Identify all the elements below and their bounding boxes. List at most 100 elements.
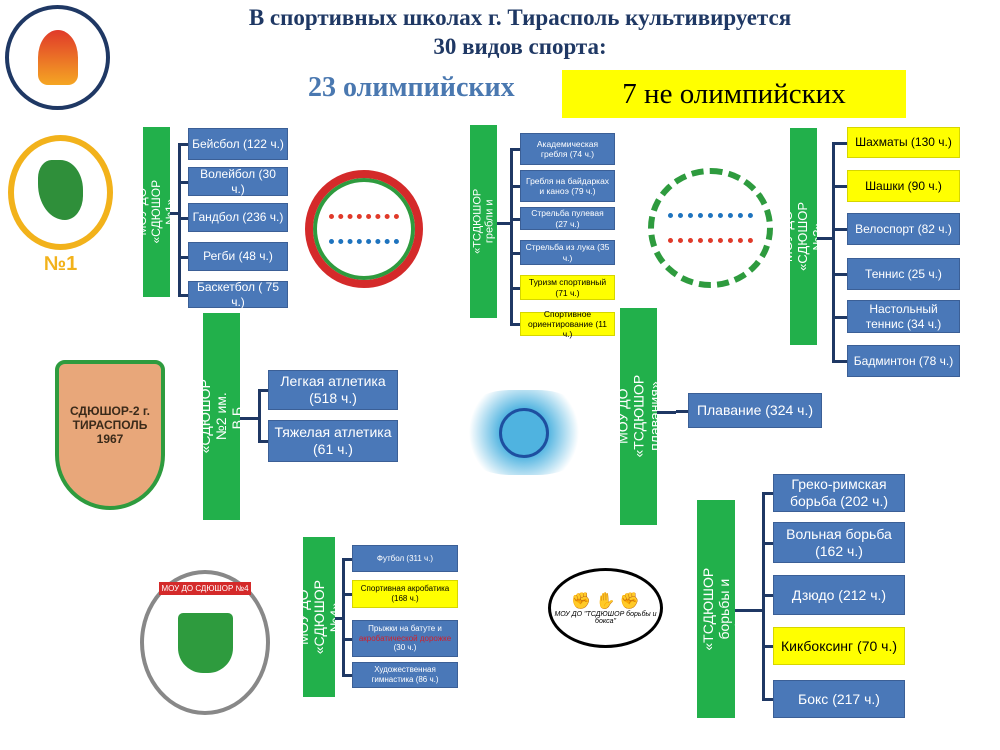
sport-box: Баскетбол ( 75 ч.) [188, 280, 288, 309]
sport-label: Бадминтон (78 ч.) [853, 353, 954, 368]
connector-line [178, 293, 188, 297]
school-label: МОУ ДО «ТСДЮШОР гребли и стрельбы» [458, 125, 508, 318]
connector-line [335, 617, 342, 620]
connector-line [178, 143, 188, 146]
sport-label: Дзюдо (212 ч.) [791, 586, 887, 603]
connector-line [832, 228, 847, 231]
sport-label: Кикбоксинг (70 ч.) [780, 637, 897, 654]
bracket-line [258, 390, 261, 441]
title-line-2: 30 видов спорта: [433, 34, 607, 59]
connector-line [762, 698, 773, 701]
sport-label: Регби (48 ч.) [203, 249, 273, 264]
sport-box: Настольный теннис (34 ч.) [847, 300, 960, 333]
school2-logo-text: СДЮШОР-2 г. ТИРАСПОЛЬ 1967 [70, 404, 150, 446]
school-label: МОУ ДО «СДЮШОР №3» [780, 128, 825, 345]
connector-line [510, 217, 520, 221]
connector-line [832, 315, 847, 319]
sport-label: Стрельба пулевая (27 ч.) [531, 208, 604, 229]
school1-logo-text: №1 [43, 253, 78, 275]
sport-box: Волейбол (30 ч.) [188, 167, 288, 196]
sport-box: Кикбоксинг (70 ч.) [773, 627, 905, 665]
sport-box: Дзюдо (212 ч.) [773, 575, 905, 615]
olympic-count: 23 олимпийских [308, 72, 515, 103]
connector-line [832, 273, 847, 276]
school-label: МОУ «ТСДЮШОР борьбы и бокса» [684, 500, 748, 718]
connector-line [817, 236, 832, 240]
school4-logo: МОУ ДО СДЮШОР №4 [140, 570, 270, 715]
sport-box: Велоспорт (82 ч.) [847, 213, 960, 245]
school-label: МОУ ДО «ТСДЮШОР плавания» [614, 308, 663, 525]
sport-label: Волейбол (30 ч.) [200, 167, 276, 196]
sport-box: Гребля на байдарках и каноэ (79 ч.) [520, 170, 615, 202]
sport-box: Гандбол (236 ч.) [188, 203, 288, 232]
rowing-school-logo [305, 170, 423, 288]
connector-line [178, 180, 188, 184]
connector-line [510, 323, 520, 326]
school-name: МОУ ДО «ТСДЮШОР плавания» [614, 375, 663, 458]
school1-logo: №1 [8, 135, 113, 283]
sport-label: Спортивная акробатика (168 ч.) [360, 584, 450, 603]
sport-box: Академическая гребля (74 ч.) [520, 133, 615, 165]
bracket-line [832, 142, 835, 361]
sport-box: Шашки (90 ч.) [847, 170, 960, 202]
school-label: МОУ ДО «СДЮШОР №1» [135, 127, 176, 297]
school-label: МОУ «СДЮШОР №2 им. В.Б. Долгина» [181, 313, 262, 520]
connector-line [762, 492, 773, 495]
sport-label: Тяжелая атлетика (61 ч.) [274, 424, 392, 457]
sport-box: Спортивное ориентирование (11 ч.) [520, 309, 615, 339]
school-label: МОУ ДО «СДЮШОР №4» [295, 537, 343, 697]
sport-label: Велоспорт (82 ч.) [855, 221, 952, 236]
sport-box: Теннис (25 ч.) [847, 258, 960, 290]
sport-box: Стрельба из лука (35 ч.) [520, 240, 615, 265]
connector-line [240, 416, 258, 420]
connector-line [735, 609, 762, 612]
sport-label: Академическая гребля (74 ч.) [536, 138, 599, 159]
connector-line [342, 557, 352, 561]
school3-logo [648, 168, 773, 288]
sport-label: Бокс (217 ч.) [798, 690, 880, 707]
wrestling-school-logo: ✊ ✋ ✊ МОУ ДО "ТСДЮШОР борьбы и бокса" [548, 568, 663, 648]
connector-line [178, 216, 188, 220]
school4-logo-text: МОУ ДО СДЮШОР №4 [159, 582, 251, 595]
sport-box: Футбол (311 ч.) [352, 545, 458, 572]
sport-box: Греко-римская борьба (202 ч.) [773, 474, 905, 512]
bracket-line [510, 149, 513, 324]
connector-line [676, 409, 688, 413]
school2-logo: СДЮШОР-2 г. ТИРАСПОЛЬ 1967 [55, 360, 165, 510]
sport-label: Туризм спортивный (71 ч.) [528, 277, 607, 298]
wrestling-logo-text: МОУ ДО "ТСДЮШОР борьбы и бокса" [554, 611, 657, 625]
connector-line [170, 212, 178, 215]
sport-box: Бейсбол (122 ч.) [188, 128, 288, 160]
sport-label: Бейсбол (122 ч.) [192, 136, 284, 151]
sport-label-hours: (30 ч.) [393, 643, 417, 653]
connector-line [762, 541, 773, 545]
sport-label: Спортивное ориентирование (11 ч.) [527, 308, 608, 340]
connector-line [342, 674, 352, 677]
sport-box: Стрельба пулевая (27 ч.) [520, 207, 615, 230]
federation-logo [5, 5, 110, 110]
connector-line [342, 593, 352, 596]
sport-label: Прыжки на батуте и [368, 624, 442, 634]
sport-label: Футбол (311 ч.) [376, 553, 434, 563]
connector-line [178, 255, 188, 259]
sport-label: Гребля на байдарках и каноэ (79 ч.) [525, 175, 610, 196]
sport-label-highlight: акробатической дорожке [358, 633, 452, 643]
sport-label: Художественная гимнастика (86 ч.) [371, 665, 439, 684]
sport-box: Бокс (217 ч.) [773, 680, 905, 718]
sport-label: Вольная борьба (162 ч.) [786, 525, 892, 559]
sport-box: Вольная борьба (162 ч.) [773, 522, 905, 563]
connector-line [258, 389, 268, 392]
sport-box: Бадминтон (78 ч.) [847, 345, 960, 377]
sport-label: Стрельба из лука (35 ч.) [525, 242, 610, 263]
connector-line [832, 360, 847, 363]
connector-line [510, 251, 520, 255]
connector-line [832, 185, 847, 188]
swimming-school-logo [458, 390, 590, 475]
sport-label: Гандбол (236 ч.) [192, 210, 284, 225]
sport-label: Баскетбол ( 75 ч.) [196, 280, 279, 309]
sport-label: Теннис (25 ч.) [865, 266, 942, 281]
sport-box: Спортивная акробатика (168 ч.) [352, 580, 458, 608]
connector-line [510, 148, 520, 151]
sport-box: Туризм спортивный (71 ч.) [520, 275, 615, 300]
sport-box: Регби (48 ч.) [188, 242, 288, 271]
